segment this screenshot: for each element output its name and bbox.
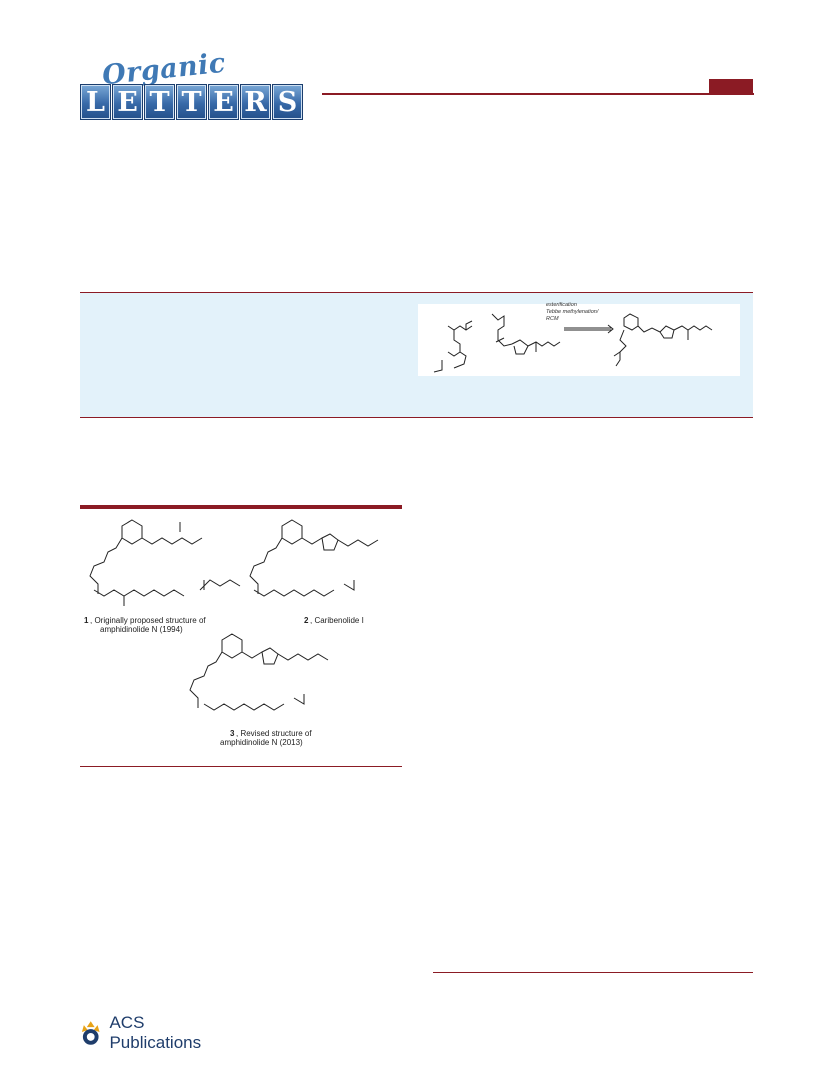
compound-2-caption: , Caribenolide I <box>310 616 364 625</box>
figure-1: 1 , Originally proposed structure of amp… <box>80 510 402 762</box>
compound-3-number: 3 <box>230 729 235 738</box>
figure-top-rule <box>80 505 402 509</box>
journal-logo: Organic L E T T E R S <box>80 48 325 124</box>
arrow-condition: RCM <box>546 316 559 322</box>
compound-3-structure <box>189 633 329 711</box>
acs-emblem-icon <box>81 1021 100 1045</box>
logo-letter: S <box>272 84 303 120</box>
toc-graphic: esterification Tebbe methylenation/ RCM <box>418 302 740 376</box>
publisher-name: ACS Publications <box>109 1013 202 1052</box>
footnote-rule <box>433 972 753 973</box>
toc-product-structure <box>613 313 713 367</box>
logo-letter: E <box>112 84 143 120</box>
compound-2-structure <box>249 519 379 597</box>
toc-scheme-svg <box>433 313 713 373</box>
acs-publications-logo: ACS Publications <box>78 1013 238 1052</box>
compound-1-caption-line1: , Originally proposed structure of <box>90 616 206 625</box>
logo-letter: T <box>176 84 207 120</box>
compound-3-caption-line2: amphidinolide N (2013) <box>220 738 303 747</box>
compound-1-caption-line2: amphidinolide N (1994) <box>100 625 183 634</box>
arrow-condition: esterification <box>546 302 577 308</box>
figure-1-structures: 1 , Originally proposed structure of amp… <box>84 519 379 747</box>
header-rule <box>322 93 754 95</box>
logo-letter: R <box>240 84 271 120</box>
toc-substrate-structure <box>433 313 561 373</box>
compound-3-caption-line1: , Revised structure of <box>236 729 312 738</box>
compound-1-number: 1 <box>84 616 89 625</box>
header-tab <box>709 79 753 93</box>
logo-letter: E <box>208 84 239 120</box>
compound-2-number: 2 <box>304 616 309 625</box>
logo-letter: L <box>80 84 111 120</box>
reaction-arrow <box>564 324 614 334</box>
abstract-band: esterification Tebbe methylenation/ RCM <box>80 292 753 418</box>
arrow-condition: Tebbe methylenation/ <box>546 309 599 315</box>
logo-letter-blocks: L E T T E R S <box>80 84 303 120</box>
logo-letter: T <box>144 84 175 120</box>
compound-1-structure <box>89 519 241 606</box>
figure-bottom-rule <box>80 766 402 767</box>
